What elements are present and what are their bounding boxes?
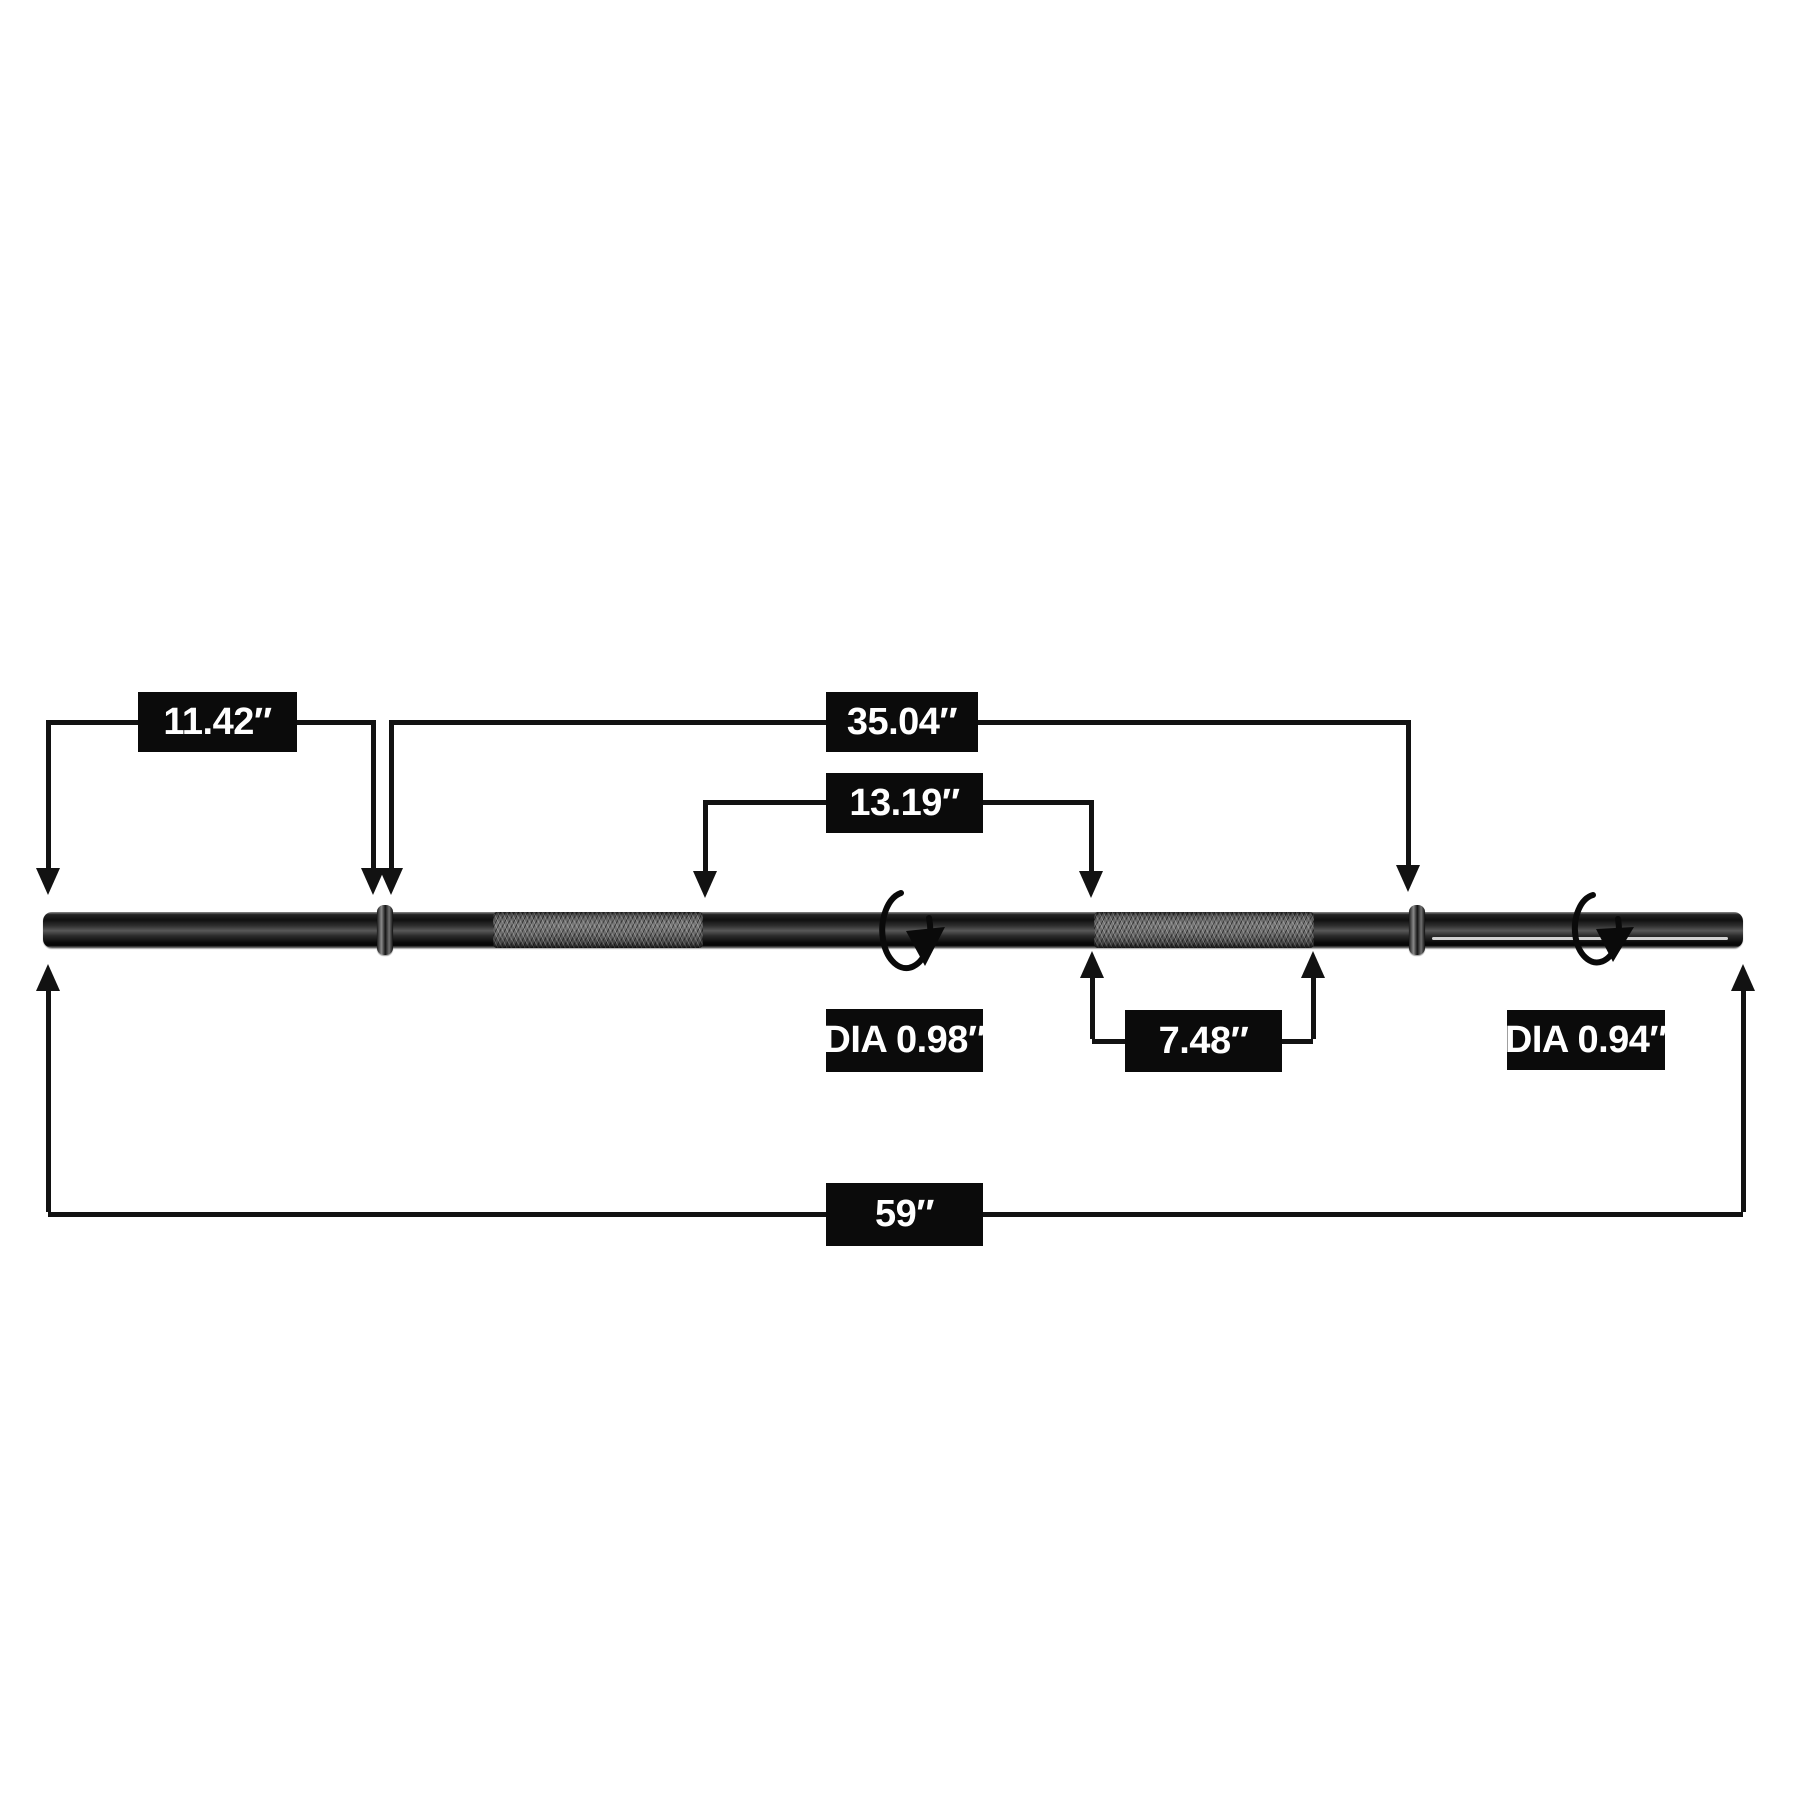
collar-ring-right — [1409, 905, 1425, 955]
label-collar-to-collar: 35.04″ — [826, 692, 978, 752]
arrow-down-mid-left-icon — [693, 871, 717, 898]
arrow-down-collar-right-icon — [1396, 865, 1420, 892]
label-mid-section: 13.19″ — [826, 773, 983, 833]
dim-drop-collar-left-a — [371, 720, 376, 870]
arrow-up-grip-left-icon — [1080, 951, 1104, 978]
dim-rise-total-left — [46, 990, 51, 1212]
barbell-bar — [43, 912, 1743, 948]
dim-drop-left-end — [46, 720, 51, 870]
dim-rise-total-right — [1741, 990, 1746, 1212]
arrow-down-left-end-icon — [36, 868, 60, 895]
arrow-down-collar-left-b-icon — [379, 868, 403, 895]
arrow-up-total-left-icon — [36, 964, 60, 991]
knurl-section-left — [493, 912, 703, 948]
arrow-up-grip-right-icon — [1301, 951, 1325, 978]
bar-highlight — [1432, 937, 1728, 940]
dim-drop-collar-left-b — [389, 720, 394, 870]
label-end-to-collar: 11.42″ — [138, 692, 297, 752]
dim-rise-grip-right — [1311, 977, 1316, 1039]
label-sleeve-diameter: DIA 0.94″ — [1505, 1010, 1668, 1070]
label-grip-length: 7.48″ — [1125, 1010, 1282, 1072]
knurl-section-right — [1094, 912, 1314, 948]
label-total-length: 59″ — [826, 1183, 983, 1246]
arrow-up-total-right-icon — [1731, 964, 1755, 991]
label-shaft-diameter: DIA 0.98″ — [823, 1009, 986, 1072]
dim-drop-mid-left — [703, 800, 708, 873]
dim-rise-grip-left — [1090, 977, 1095, 1039]
dim-drop-mid-right — [1089, 800, 1094, 873]
collar-ring-left — [377, 905, 393, 955]
dim-drop-collar-right — [1406, 720, 1411, 867]
arrow-down-mid-right-icon — [1079, 871, 1103, 898]
